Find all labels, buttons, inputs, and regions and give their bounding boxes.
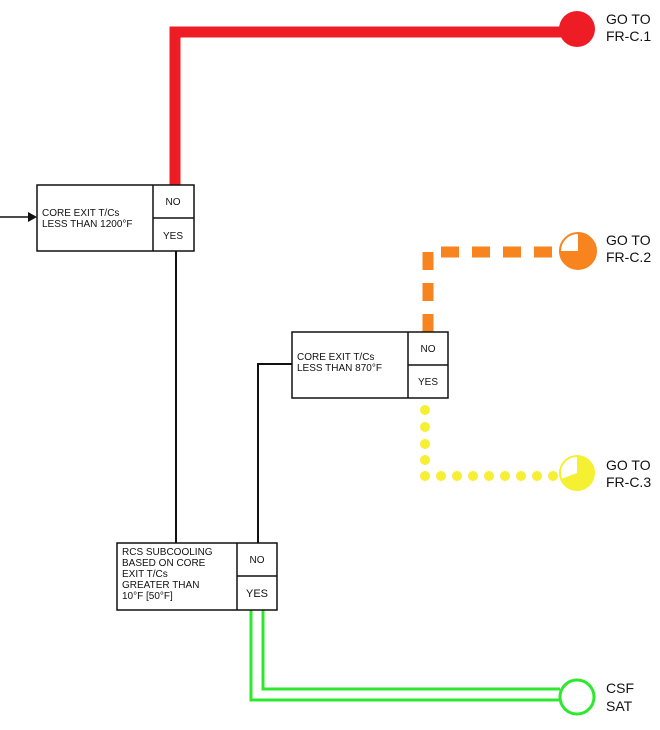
entry-arrow bbox=[0, 212, 37, 222]
answer-yes-label: YES bbox=[246, 588, 268, 600]
answer-no-label: NO bbox=[250, 555, 265, 566]
orange-three-quarter-circle-icon bbox=[559, 232, 597, 270]
outcome-frc1-label: GO TO FR-C.1 bbox=[606, 11, 651, 44]
box-label-line-2: BASED ON CORE bbox=[122, 558, 206, 569]
yellow-path-dots bbox=[420, 405, 558, 481]
box-label-line-3: EXIT T/Cs bbox=[122, 569, 168, 580]
outcome-frc3-label: GO TO FR-C.3 bbox=[606, 457, 651, 490]
answer-yes-label: YES bbox=[163, 231, 183, 242]
outcome-line-2: FR-C.3 bbox=[606, 474, 651, 490]
decision-box-core-exit-1200: CORE EXIT T/Cs LESS THAN 1200°F NO YES bbox=[36, 184, 195, 252]
outcome-line-1: CSF bbox=[606, 680, 634, 696]
decision-box-rcs-subcooling: RCS SUBCOOLING BASED ON CORE EXIT T/Cs G… bbox=[116, 542, 278, 611]
outcome-line-2: FR-C.1 bbox=[606, 28, 651, 44]
outcome-frc2-label: GO TO FR-C.2 bbox=[606, 232, 651, 265]
red-path-line bbox=[169, 26, 568, 185]
answer-no-label: NO bbox=[166, 197, 181, 208]
box-label-line-1: CORE EXIT T/Cs bbox=[297, 352, 374, 363]
box-label-line-2: LESS THAN 1200°F bbox=[42, 219, 133, 230]
red-full-circle-icon bbox=[559, 11, 595, 47]
outcome-line-1: GO TO bbox=[606, 11, 651, 27]
yellow-half-circle-icon bbox=[559, 455, 595, 491]
outcome-line-1: GO TO bbox=[606, 457, 651, 473]
box-label-line-2: LESS THAN 870°F bbox=[297, 363, 382, 374]
box-label-line-5: 10°F [50°F] bbox=[122, 591, 173, 602]
box-label-line-1: CORE EXIT T/Cs bbox=[42, 208, 119, 219]
no-line-subcooling bbox=[257, 363, 292, 543]
orange-path-line bbox=[422, 246, 562, 332]
green-path-outer bbox=[249, 610, 560, 702]
box-label-line-4: GREATER THAN bbox=[122, 580, 199, 591]
outcome-line-1: GO TO bbox=[606, 232, 651, 248]
decision-box-core-exit-870: CORE EXIT T/Cs LESS THAN 870°F NO YES bbox=[291, 331, 449, 399]
outcome-line-2: FR-C.2 bbox=[606, 249, 651, 265]
answer-yes-label: YES bbox=[418, 377, 438, 388]
green-open-circle-icon bbox=[558, 678, 596, 716]
answer-no-label: NO bbox=[421, 344, 436, 355]
box-label-line-1: RCS SUBCOOLING bbox=[122, 547, 213, 558]
outcome-csf-sat-label: CSF SAT bbox=[606, 680, 634, 714]
green-path-inner bbox=[261, 610, 560, 691]
outcome-line-2: SAT bbox=[606, 698, 633, 714]
